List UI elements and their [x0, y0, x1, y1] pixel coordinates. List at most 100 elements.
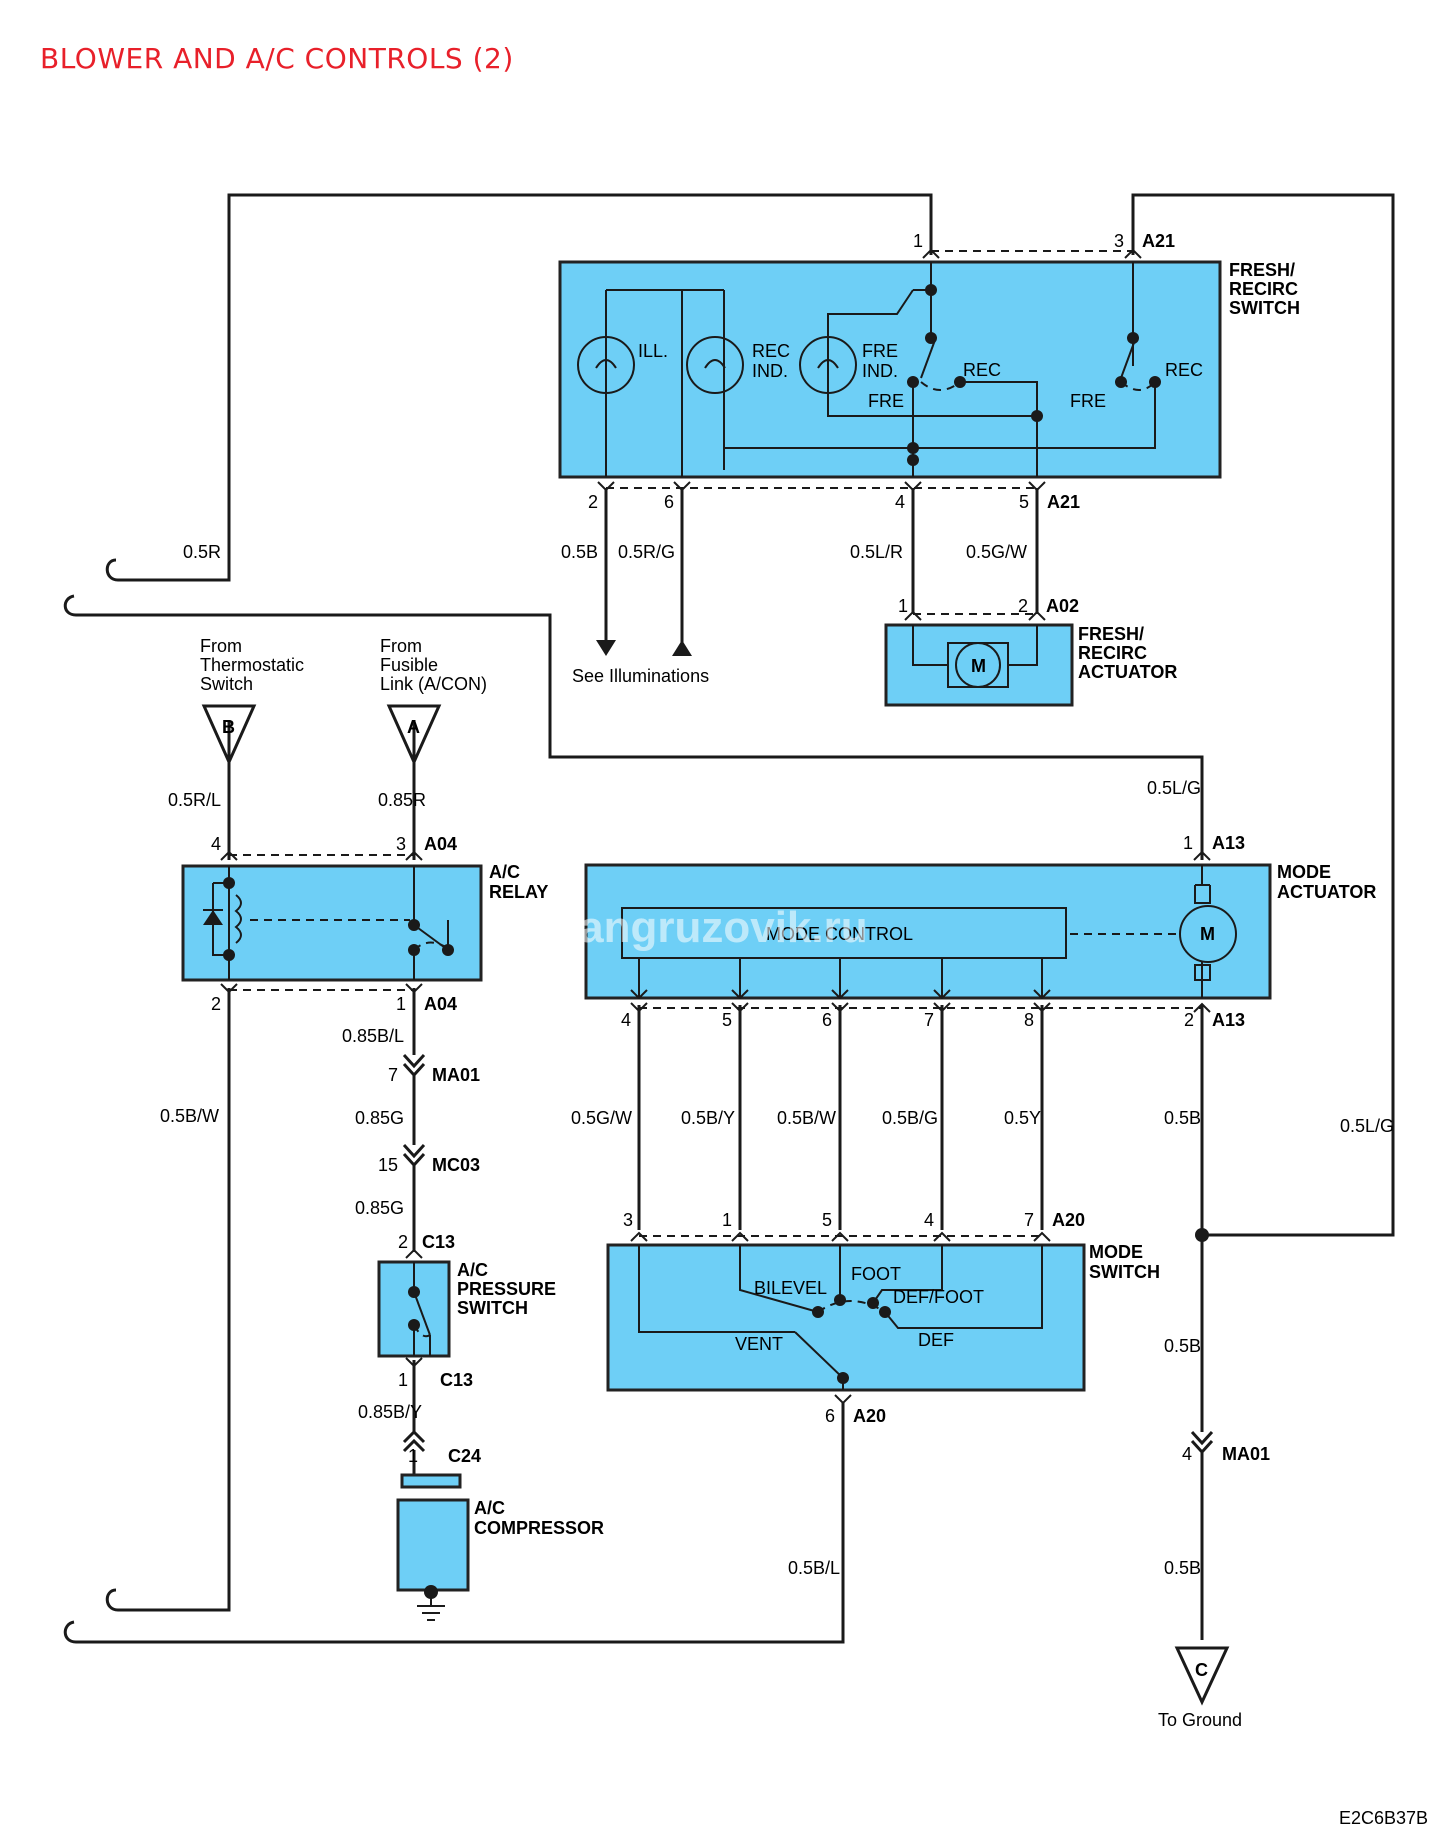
ground-caption: To Ground [1158, 1710, 1242, 1730]
wire-label-mode-w2: 0.5B [1164, 1108, 1201, 1128]
source-b: From Thermostatic Switch B [200, 636, 304, 766]
motor-icon: M [971, 656, 986, 676]
pin-5: 5 [722, 1010, 732, 1030]
connector-a13-top: A13 [1212, 833, 1245, 853]
connector-c24: C24 [448, 1446, 481, 1466]
rec-position-label-2: REC [1165, 360, 1203, 380]
wire-label-0-5r: 0.5R [183, 542, 221, 562]
connector-a20-top: A20 [1052, 1210, 1085, 1230]
connector-ma01-lower: 4 MA01 [1182, 1430, 1270, 1464]
pin-2: 2 [588, 492, 598, 512]
source-a: From Fusible Link (A/CON) A [380, 636, 487, 766]
fre-ind-label-1: FRE [862, 341, 898, 361]
pin-4: 4 [621, 1010, 631, 1030]
pin-2: 2 [398, 1232, 408, 1252]
arrow-up-icon [672, 640, 692, 656]
source-b-caption-2: Thermostatic [200, 655, 304, 675]
pin-2: 2 [211, 994, 221, 1014]
connector-mc03: 15 MC03 [378, 1143, 480, 1175]
source-a-caption-3: Link (A/CON) [380, 674, 487, 694]
wire-label-mode-w4: 0.5G/W [571, 1108, 632, 1128]
component-label-1: MODE [1277, 862, 1331, 882]
source-a-letter: A [407, 717, 420, 737]
source-a-caption-2: Fusible [380, 655, 438, 675]
pin-2: 2 [1184, 1010, 1194, 1030]
bilevel-label: BILEVEL [754, 1278, 827, 1298]
fresh-recirc-switch: ILL. REC IND. FRE IND. REC REC FRE FRE 1… [558, 231, 1300, 512]
ac-pressure-switch: 2 C13 1 C13 A/C PRESSURE SWITCH [377, 1232, 556, 1390]
ground-c: C To Ground [1158, 1646, 1242, 1730]
arrow-down-icon [596, 640, 616, 656]
connector-a20-bottom: A20 [853, 1406, 886, 1426]
component-label-2: RECIRC [1229, 279, 1298, 299]
pin-5: 5 [1019, 492, 1029, 512]
pin-6: 6 [825, 1406, 835, 1426]
connector-c13-top: C13 [422, 1232, 455, 1252]
connector-ma01-label: MA01 [1222, 1444, 1270, 1464]
component-label-2: SWITCH [1089, 1262, 1160, 1282]
fre-position-label-1: FRE [868, 391, 904, 411]
wire-label-right-vertical: 0.5L/G [1340, 1116, 1394, 1136]
rec-ind-label-1: REC [752, 341, 790, 361]
mode-switch: BILEVEL FOOT DEF/FOOT VENT DEF 3 1 5 4 7… [606, 1210, 1160, 1426]
component-label-3: ACTUATOR [1078, 662, 1177, 682]
pin-1: 1 [913, 231, 923, 251]
see-illuminations-label: See Illuminations [572, 666, 709, 686]
diagram-title: BLOWER AND A/C CONTROLS (2) [40, 42, 514, 75]
wire-label-mode-w5: 0.5B/Y [681, 1108, 735, 1128]
wire-label-mode-w7: 0.5B/G [882, 1108, 938, 1128]
wire-label-ma01-mc03: 0.85G [355, 1108, 404, 1128]
component-label-1: A/C [474, 1498, 505, 1518]
wire-label-sw-pin4: 0.5L/R [850, 542, 903, 562]
wire-label-sw-pin6: 0.5R/G [618, 542, 675, 562]
ground-c-letter: C [1195, 1660, 1208, 1680]
component-label-2: ACTUATOR [1277, 882, 1376, 902]
wire-label-relay-pin3: 0.85R [378, 790, 426, 810]
pin-4: 4 [924, 1210, 934, 1230]
connector-a04-bottom: A04 [424, 994, 457, 1014]
pin-4: 4 [1182, 1444, 1192, 1464]
pin-5: 5 [822, 1210, 832, 1230]
connector-a21-top: A21 [1142, 231, 1175, 251]
wire-label-mode-sw-pin6: 0.5B/L [788, 1558, 840, 1578]
wire-label-c13-c24: 0.85B/Y [358, 1402, 422, 1422]
wire-label-relay-pin2: 0.5B/W [160, 1106, 219, 1126]
wire-label-mc03-c13: 0.85G [355, 1198, 404, 1218]
pin-7: 7 [1024, 1210, 1034, 1230]
component-label-2: RELAY [489, 882, 548, 902]
connector-a21-bottom: A21 [1047, 492, 1080, 512]
pin-3: 3 [623, 1210, 633, 1230]
wire-label-ground-2: 0.5B [1164, 1558, 1201, 1578]
watermark-text: mangruzovik.ru [540, 903, 868, 952]
component-label-2: COMPRESSOR [474, 1518, 604, 1538]
rec-position-label-1: REC [963, 360, 1001, 380]
wire-label-mode-w6: 0.5B/W [777, 1108, 836, 1128]
pin-1: 1 [398, 1370, 408, 1390]
pin-6: 6 [664, 492, 674, 512]
pin-1: 1 [1183, 833, 1193, 853]
component-label-1: MODE [1089, 1242, 1143, 1262]
pin-6: 6 [822, 1010, 832, 1030]
wire-label-relay-pin4: 0.5R/L [168, 790, 221, 810]
wire-label-sw-pin5: 0.5G/W [966, 542, 1027, 562]
foot-label: FOOT [851, 1264, 901, 1284]
def-label: DEF [918, 1330, 954, 1350]
component-label-2: PRESSURE [457, 1279, 556, 1299]
fre-ind-label-2: IND. [862, 361, 898, 381]
mode-actuator: MODE CONTROL M 1 A13 4 5 6 7 8 2 A13 MOD… [584, 833, 1376, 1030]
connector-a13-bottom: A13 [1212, 1010, 1245, 1030]
ill-label: ILL. [638, 341, 668, 361]
component-label-3: SWITCH [1229, 298, 1300, 318]
component-label-2: RECIRC [1078, 643, 1147, 663]
component-label-1: A/C [457, 1260, 488, 1280]
pin-2: 2 [1018, 596, 1028, 616]
component-label-1: FRESH/ [1229, 260, 1295, 280]
wiring-lines [63, 193, 1395, 1644]
connector-ma01-label: MA01 [432, 1065, 480, 1085]
connector-mc03-label: MC03 [432, 1155, 480, 1175]
component-label-1: A/C [489, 862, 520, 882]
source-b-caption-3: Switch [200, 674, 253, 694]
wire-label-sw-pin2: 0.5B [561, 542, 598, 562]
connector-ma01-upper: 7 MA01 [388, 1053, 480, 1085]
